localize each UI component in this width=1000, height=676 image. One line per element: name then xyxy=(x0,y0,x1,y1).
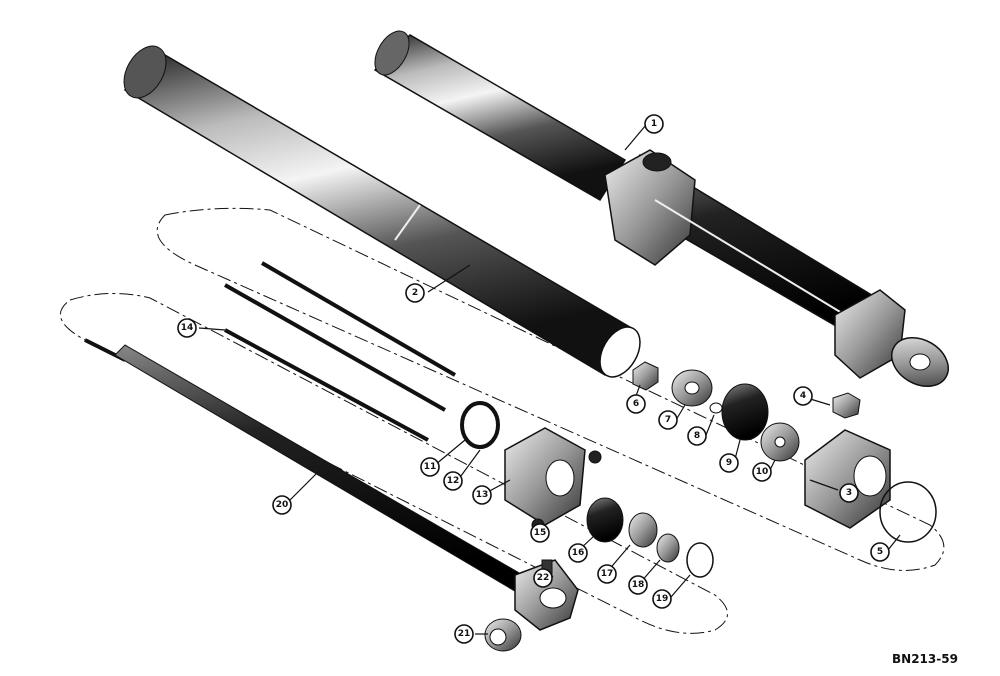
callout-20: 20 xyxy=(272,495,292,515)
svg-text:11: 11 xyxy=(424,462,437,472)
svg-text:7: 7 xyxy=(665,415,671,425)
callout-4: 4 xyxy=(793,386,813,406)
callout-10: 10 xyxy=(752,462,772,482)
svg-text:16: 16 xyxy=(572,548,585,558)
part-14-tie-rods xyxy=(224,261,457,442)
callout-22: 22 xyxy=(533,568,553,588)
svg-text:4: 4 xyxy=(800,391,806,401)
svg-text:20: 20 xyxy=(276,500,289,510)
svg-text:22: 22 xyxy=(537,573,550,583)
svg-text:17: 17 xyxy=(601,569,614,579)
part-13-gland xyxy=(504,427,586,526)
small-parts xyxy=(460,361,937,652)
svg-text:12: 12 xyxy=(447,476,460,486)
callout-17: 17 xyxy=(597,564,617,584)
part-8-o-ring xyxy=(709,402,723,414)
callout-14: 14 xyxy=(177,318,197,338)
part-17-adapter xyxy=(628,512,658,548)
callout-18: 18 xyxy=(628,575,648,595)
callouts: 1 2 3 4 5 6 7 8 9 10 11 12 13 14 15 16 1… xyxy=(177,114,890,644)
callout-6: 6 xyxy=(626,394,646,414)
part-11-12-seals xyxy=(460,401,500,449)
svg-text:14: 14 xyxy=(181,323,194,333)
svg-text:3: 3 xyxy=(846,488,852,498)
svg-text:15: 15 xyxy=(534,528,547,538)
part-19-ring xyxy=(686,542,714,578)
svg-text:6: 6 xyxy=(633,399,639,409)
callout-2: 2 xyxy=(405,283,425,303)
callout-11: 11 xyxy=(420,457,440,477)
callout-15: 15 xyxy=(530,523,550,543)
part-18-wiper xyxy=(656,533,680,563)
assembly-outline-lower xyxy=(60,293,728,634)
callout-3: 3 xyxy=(839,483,859,503)
callout-1: 1 xyxy=(644,114,664,134)
svg-text:2: 2 xyxy=(412,288,418,298)
callout-16: 16 xyxy=(568,543,588,563)
callout-8: 8 xyxy=(687,426,707,446)
svg-text:1: 1 xyxy=(651,119,657,129)
part-6-nut xyxy=(632,361,659,391)
callout-9: 9 xyxy=(719,453,739,473)
callout-5: 5 xyxy=(870,542,890,562)
svg-text:10: 10 xyxy=(756,467,769,477)
callout-13: 13 xyxy=(472,485,492,505)
svg-text:19: 19 xyxy=(656,594,669,604)
svg-text:9: 9 xyxy=(726,458,732,468)
part-9-packing xyxy=(721,383,769,441)
svg-text:13: 13 xyxy=(476,490,489,500)
callout-21: 21 xyxy=(454,624,474,644)
callout-19: 19 xyxy=(652,589,672,609)
part-2-cylinder-tube xyxy=(123,45,641,378)
part-1-assembled-cylinder xyxy=(373,30,949,387)
part-3-head xyxy=(804,429,891,529)
svg-text:5: 5 xyxy=(877,547,883,557)
svg-text:18: 18 xyxy=(632,580,645,590)
callout-7: 7 xyxy=(658,410,678,430)
svg-text:21: 21 xyxy=(458,629,471,639)
part-16-packing xyxy=(586,497,624,543)
part-20-piston-rod xyxy=(84,338,579,631)
assembly-outline-upper xyxy=(156,207,945,571)
part-5-snap-ring xyxy=(879,481,937,543)
svg-text:8: 8 xyxy=(694,431,700,441)
figure-reference: BN213-59 xyxy=(892,652,958,666)
callout-12: 12 xyxy=(443,471,463,491)
part-4-bushing xyxy=(832,392,861,419)
